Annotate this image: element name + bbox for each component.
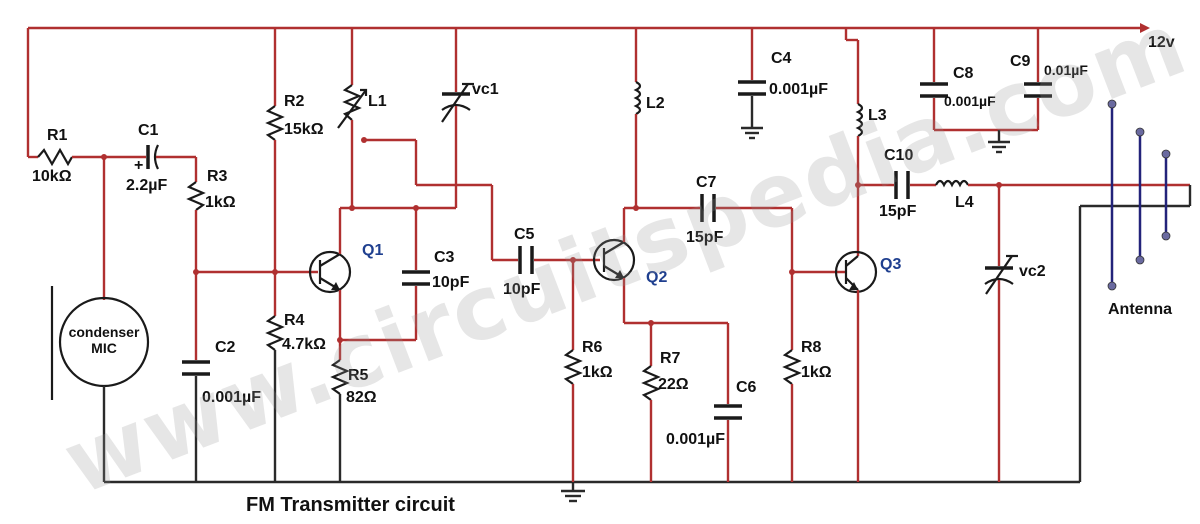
r4-ref-label: R4 [284, 312, 305, 329]
c3-ref-label: C3 [434, 249, 455, 266]
inductor-l1 [337, 84, 368, 129]
capacitor-c10 [894, 171, 910, 199]
r3-ref-label: R3 [207, 168, 228, 185]
ground-bus [104, 204, 1190, 503]
q1-ref-label: Q1 [362, 242, 383, 259]
capacitor-c5 [518, 246, 534, 274]
c9-value-label: 0.01µF [1044, 62, 1088, 78]
transistor-q3 [834, 250, 878, 294]
antenna-label: Antenna [1108, 301, 1172, 318]
r8-ref-label: R8 [801, 339, 822, 356]
supply-rail [26, 23, 1150, 157]
c8-value-label: 0.001µF [944, 93, 996, 109]
resistor-r8 [782, 349, 802, 385]
r7-value-label: 22Ω [658, 376, 689, 393]
c9-ref-label: C9 [1010, 53, 1031, 70]
transistor-q2 [592, 238, 636, 282]
vc1-ref-label: vc1 [472, 81, 499, 98]
resistor-r4 [265, 315, 285, 351]
mic-label-line1: condenser [69, 324, 140, 340]
c5-value-label: 10pF [503, 281, 541, 298]
variable-capacitor-vc1 [441, 82, 474, 123]
capacitor-c4 [738, 80, 766, 96]
inductor-l3 [855, 103, 864, 137]
capacitor-c6 [714, 404, 742, 420]
resistor-r1 [37, 147, 73, 167]
c10-value-label: 15pF [879, 203, 917, 220]
c6-value-label: 0.001µF [666, 431, 725, 448]
resistor-r3 [186, 181, 206, 211]
c3-value-label: 10pF [432, 274, 470, 291]
capacitor-c1: + [134, 144, 159, 174]
l3-ref-label: L3 [868, 107, 887, 124]
capacitor-c8 [920, 82, 948, 98]
r7-ref-label: R7 [660, 350, 681, 367]
c4-ref-label: C4 [771, 50, 792, 67]
supply-voltage-label: 12v [1148, 34, 1175, 51]
r4-value-label: 4.7kΩ [282, 336, 326, 353]
capacitor-c9 [1024, 82, 1052, 98]
c7-value-label: 15pF [686, 229, 724, 246]
r1-ref-label: R1 [47, 127, 68, 144]
r2-value-label: 15kΩ [284, 121, 324, 138]
c1-polarity-mark: + [134, 157, 143, 174]
q2-ref-label: Q2 [646, 269, 667, 286]
r2-ref-label: R2 [284, 93, 305, 110]
c8-ref-label: C8 [953, 65, 974, 82]
diagram-title: FM Transmitter circuit [246, 494, 455, 516]
c1-value-label: 2.2µF [126, 177, 167, 194]
capacitor-c3 [402, 270, 430, 286]
c2-ref-label: C2 [215, 339, 236, 356]
r8-value-label: 1kΩ [801, 364, 832, 381]
inductor-l2 [633, 81, 642, 115]
r5-ref-label: R5 [348, 367, 369, 384]
vc2-ref-label: vc2 [1019, 263, 1046, 280]
l4-ref-label: L4 [955, 194, 974, 211]
r5-value-label: 82Ω [346, 389, 377, 406]
c2-value-label: 0.001µF [202, 389, 261, 406]
l1-ref-label: L1 [368, 93, 387, 110]
l2-ref-label: L2 [646, 95, 665, 112]
q3-ref-label: Q3 [880, 256, 901, 273]
variable-capacitor-vc2 [984, 254, 1018, 295]
c6-ref-label: C6 [736, 379, 757, 396]
c5-ref-label: C5 [514, 226, 535, 243]
mic-label-line2: MIC [91, 340, 117, 356]
r1-value-label: 10kΩ [32, 168, 72, 185]
c10-ref-label: C10 [884, 147, 913, 164]
resistor-r7 [641, 365, 661, 401]
r6-ref-label: R6 [582, 339, 603, 356]
condenser-mic: condenser MIC [50, 286, 150, 400]
inductor-l4 [935, 179, 969, 188]
transistor-q1 [308, 250, 352, 294]
r3-value-label: 1kΩ [205, 194, 236, 211]
r6-value-label: 1kΩ [582, 364, 613, 381]
resistor-r6 [563, 349, 583, 385]
resistor-r2 [265, 105, 285, 141]
c7-ref-label: C7 [696, 174, 717, 191]
antenna [1107, 99, 1192, 291]
watermark: www.circuitspedia.com [51, 0, 1200, 515]
capacitor-c7 [700, 194, 716, 222]
resistor-r5 [330, 359, 350, 395]
capacitor-c2 [182, 360, 210, 376]
c1-ref-label: C1 [138, 122, 159, 139]
c4-value-label: 0.001µF [769, 81, 828, 98]
